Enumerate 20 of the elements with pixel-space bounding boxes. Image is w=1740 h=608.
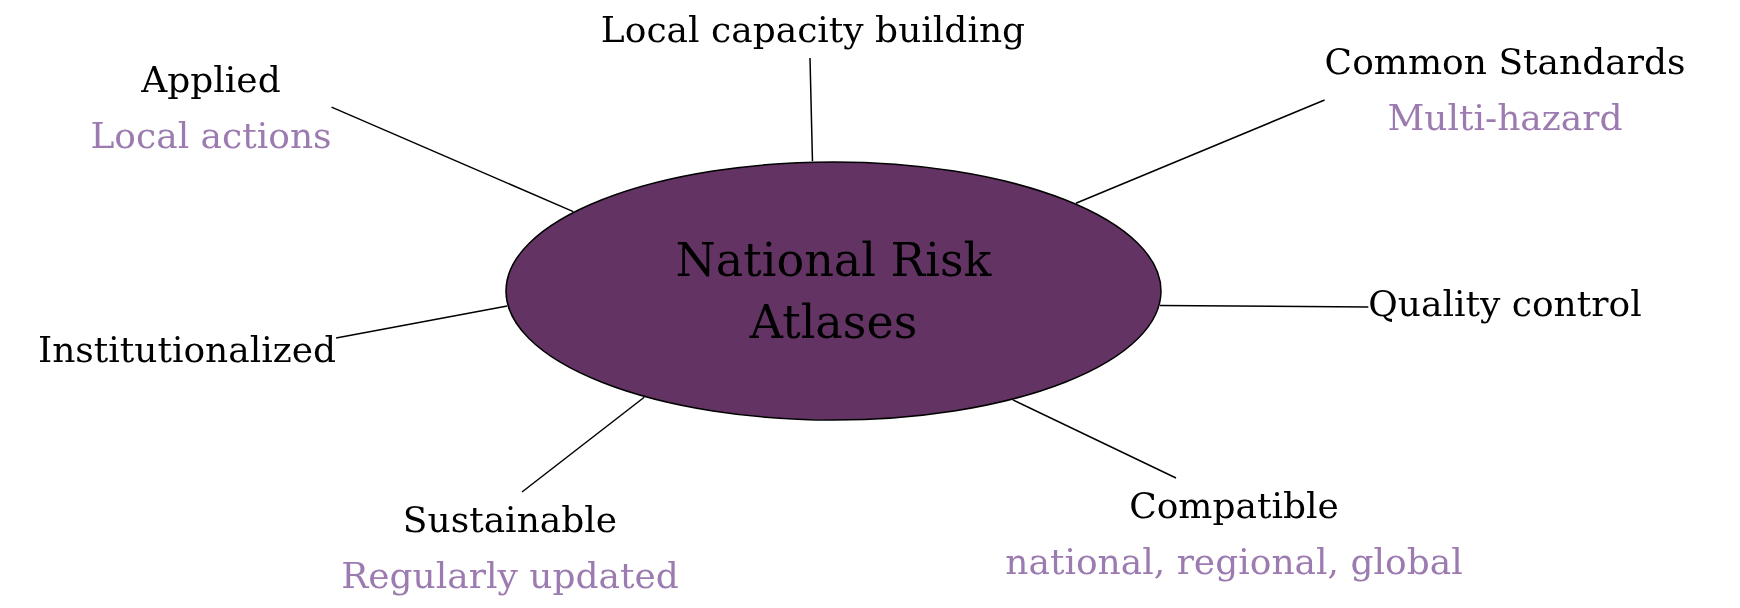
connector-line xyxy=(1012,399,1177,479)
node-sublabel: Regularly updated xyxy=(341,554,679,598)
node-label: Applied xyxy=(140,58,282,102)
ellipse-node xyxy=(505,161,1162,421)
connector-line xyxy=(335,305,508,339)
node-title: National Risk Atlases xyxy=(674,232,993,351)
node-label: Local capacity building xyxy=(600,8,1026,52)
connector-line xyxy=(1075,99,1326,204)
node-label: Compatible xyxy=(1128,484,1340,528)
node-sublabel: national, regional, global xyxy=(1005,540,1463,584)
node-sublabel: Multi-hazard xyxy=(1386,96,1624,140)
node-label: Common Standards xyxy=(1324,40,1686,84)
node-label: Quality control xyxy=(1368,282,1642,326)
connector-line xyxy=(521,396,645,493)
connector-line xyxy=(330,106,575,213)
connector-line xyxy=(1159,304,1370,308)
connector-line xyxy=(809,57,814,162)
node-label: Sustainable xyxy=(401,498,619,542)
node-sublabel: Local actions xyxy=(90,114,332,158)
node-label: Institutionalized xyxy=(37,328,337,372)
